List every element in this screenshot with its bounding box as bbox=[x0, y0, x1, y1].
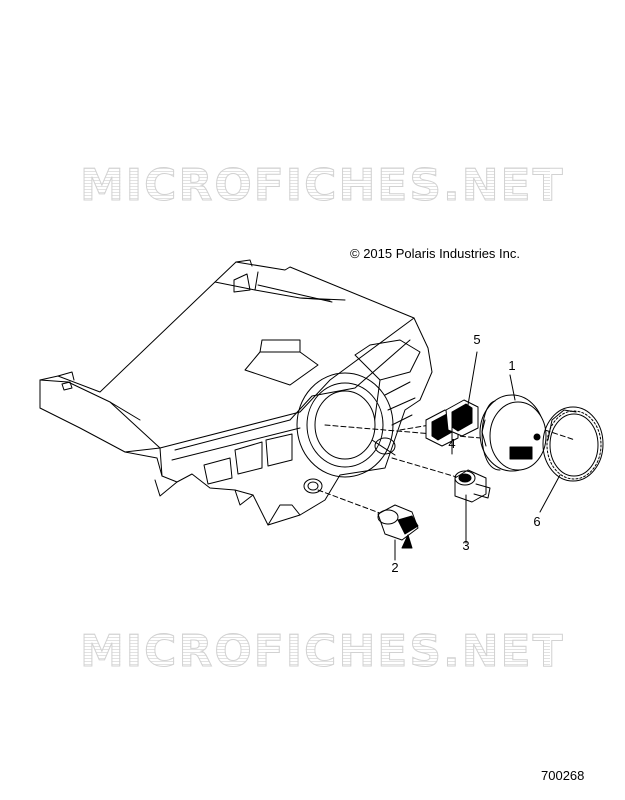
callout-4: 4 bbox=[448, 436, 456, 451]
gauge-part-1 bbox=[479, 394, 547, 472]
callout-2: 2 bbox=[391, 560, 399, 575]
switch-part-5 bbox=[445, 399, 479, 437]
callout-5: 5 bbox=[473, 332, 481, 347]
callout-3: 3 bbox=[462, 538, 470, 553]
callout-6: 6 bbox=[533, 514, 541, 529]
panel-gauge-opening bbox=[296, 372, 394, 478]
key-switch-part-2 bbox=[377, 504, 419, 549]
diagram-id: 700268 bbox=[541, 768, 585, 783]
dash-panel bbox=[39, 259, 433, 526]
bezel-ring-part-6 bbox=[542, 406, 604, 482]
watermark-bottom: MICROFICHES.NET bbox=[80, 626, 565, 678]
callout-1: 1 bbox=[508, 358, 516, 373]
watermark-top: MICROFICHES.NET bbox=[80, 160, 565, 212]
power-port-part-3 bbox=[454, 469, 491, 503]
copyright-notice: © 2015 Polaris Industries Inc. bbox=[350, 246, 520, 261]
callout-leaders bbox=[394, 351, 561, 561]
